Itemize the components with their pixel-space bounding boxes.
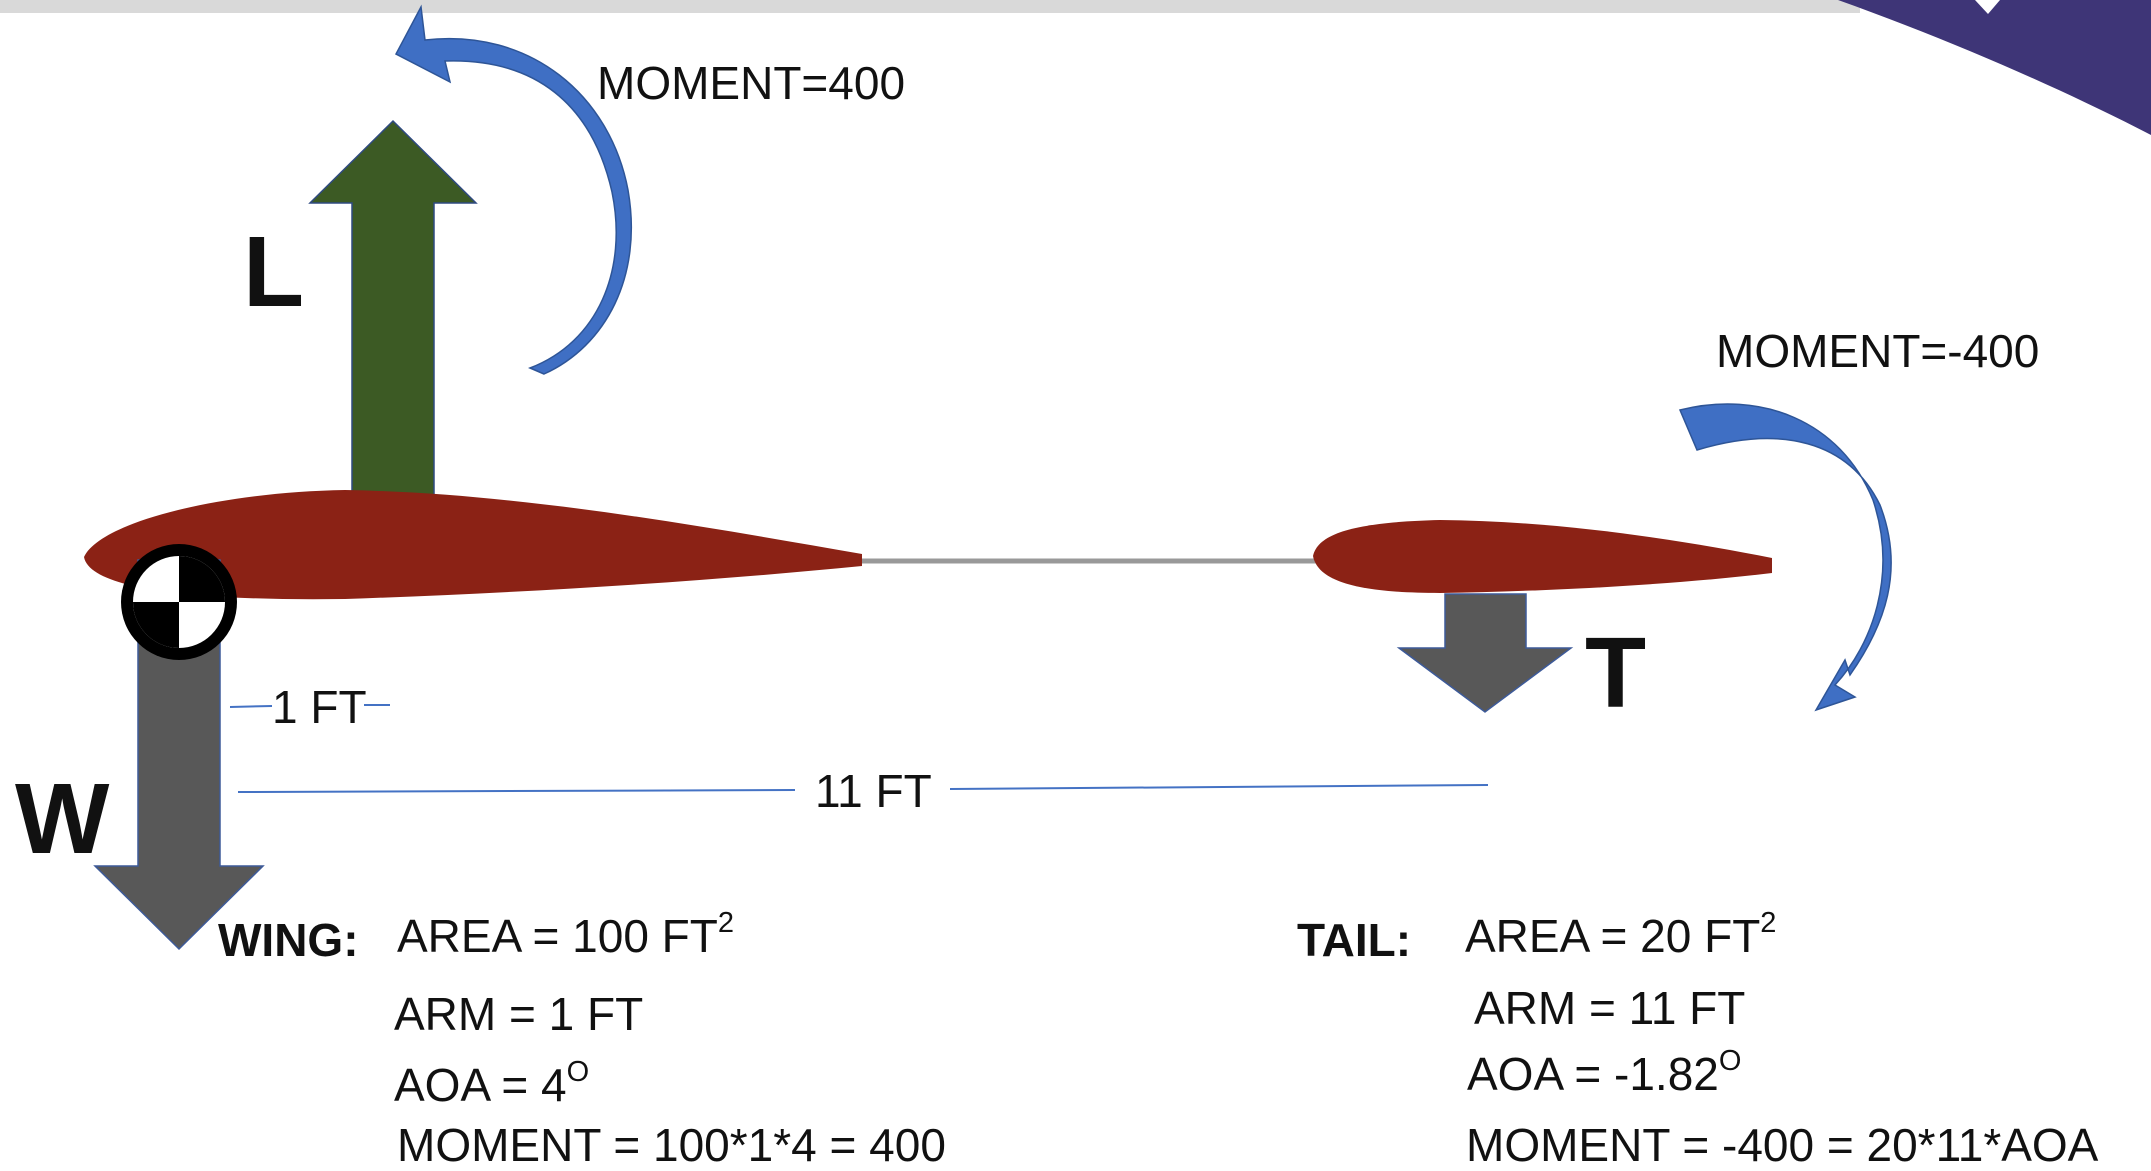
wing-arm-dimension: [229, 704, 390, 708]
weight-label: W: [15, 763, 110, 875]
tail-moment-arrow: [1678, 403, 1892, 712]
wing-aoa-unit: O: [566, 1056, 590, 1088]
wing-area: AREA = 100 FT2: [397, 909, 734, 962]
tail-arm: ARM = 11 FT: [1474, 982, 1746, 1034]
wing-moment-label: MOMENT=400: [597, 57, 906, 109]
lift-label: L: [243, 216, 305, 328]
wing-arm: ARM = 1 FT: [394, 988, 644, 1040]
corner-accent: [1838, 0, 2151, 135]
wing-aoa-text: AOA = 4: [394, 1059, 567, 1111]
tail-area-text: AREA = 20 FT: [1465, 910, 1761, 962]
tail-arm-dimension: [237, 784, 1489, 793]
corner-accent-mark: [1975, 0, 2000, 14]
wing-airfoil: [84, 490, 862, 600]
lift-arrow: [308, 119, 478, 496]
wing-header: WING:: [218, 914, 359, 966]
wing-moment-formula: MOMENT = 100*1*4 = 400: [397, 1119, 946, 1171]
tail-area-exponent: 2: [1760, 907, 1777, 939]
tail-moment-formula: MOMENT = -400 = 20*11*AOA: [1466, 1119, 2099, 1171]
wing-area-exponent: 2: [717, 907, 735, 939]
wing-moment-arrow: [394, 4, 632, 375]
tail-arm-dimension-label: 11 FT: [815, 765, 932, 817]
tail-aoa: AOA = -1.82O: [1467, 1047, 1741, 1100]
wing-aoa: AOA = 4O: [394, 1058, 589, 1111]
tail-header: TAIL:: [1297, 914, 1412, 966]
top-bar: [0, 0, 1860, 13]
center-of-gravity-icon: [121, 544, 237, 660]
tail-force-label: T: [1585, 617, 1647, 729]
tail-airfoil: [1313, 520, 1772, 593]
tail-area: AREA = 20 FT2: [1465, 909, 1776, 962]
tail-moment-label: MOMENT=-400: [1716, 325, 2040, 377]
tail-aoa-unit: O: [1718, 1045, 1742, 1077]
wing-area-text: AREA = 100 FT: [397, 910, 718, 962]
tail-aoa-text: AOA = -1.82: [1467, 1048, 1719, 1100]
wing-arm-dimension-label: 1 FT: [272, 681, 367, 733]
tail-force-arrow: [1396, 593, 1574, 713]
